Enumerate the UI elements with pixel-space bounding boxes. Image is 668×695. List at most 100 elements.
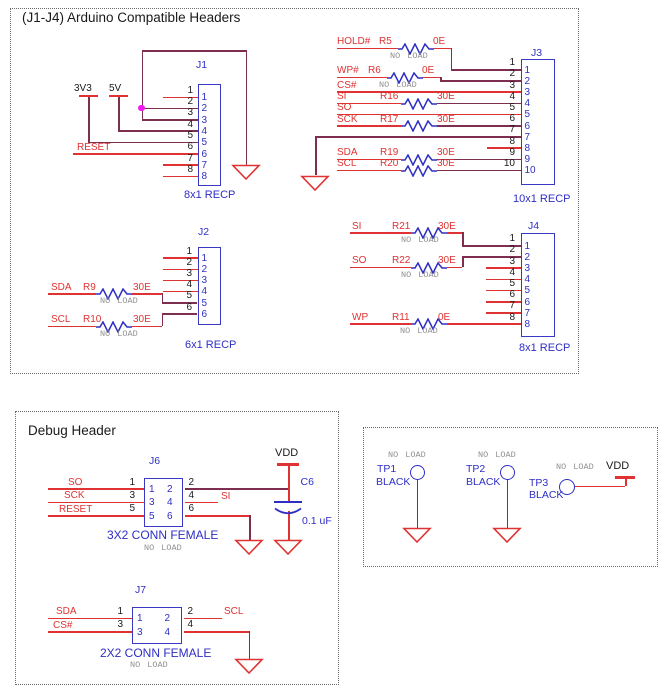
r6-noload-label: NO LOAD: [379, 79, 417, 90]
tp3-pad-icon: [558, 478, 575, 495]
j4-si-wire-a-wire: [350, 232, 411, 234]
j2-sda-wire-a-wire: [48, 293, 96, 295]
j3-pin1-number-label: 1: [509, 57, 515, 69]
j3-sda-wire-b-wire: [437, 158, 521, 161]
net-sda-j2-label: SDA: [51, 281, 72, 293]
j6-pin4-inner-number-label: 4: [167, 497, 173, 509]
j7-pin4-wire-wire: [183, 631, 249, 633]
j1-pin2-wire-wire: [141, 107, 198, 110]
j3-pin2-inner-number-label: 2: [524, 75, 531, 87]
j2-pin6-inner-number-label: 6: [201, 308, 208, 320]
power-vdd-c6-icon: [277, 463, 299, 466]
j1-5v-stem-wire: [118, 96, 120, 131]
power-3v3-icon: [78, 94, 98, 98]
j4-body: [520, 233, 555, 338]
j2-pin2-stub-wire: [163, 268, 198, 270]
j4-pin6-inner-number-label: 6: [524, 296, 531, 308]
j3-pin9-inner-number-label: 9: [524, 154, 531, 166]
j2-pin1-number-label: 1: [186, 245, 192, 257]
r9-resistor-icon: [96, 287, 132, 305]
j2-pin6-wire-wire: [161, 313, 198, 315]
j2-pin3-stub-wire: [163, 279, 198, 282]
j2-body: [197, 246, 222, 326]
net-so-j4-label: SO: [352, 255, 367, 267]
net-sck-j3-label: SCK: [337, 113, 358, 125]
j3-hold-wire-b-wire: [434, 47, 452, 50]
r9-noload-label: NO LOAD: [100, 295, 138, 306]
j3-cs-wire-wire: [337, 91, 521, 93]
j1-pin1-stub-wire: [163, 96, 198, 98]
j3-hold-elbow-wire: [450, 47, 452, 69]
j3-pin1-wire-wire: [450, 69, 521, 71]
j2-refdes-label: J2: [198, 225, 210, 238]
r5-value-label: 0E: [433, 36, 446, 47]
j6-pin4-number-label: 4: [188, 489, 195, 501]
j4-pin8-number-label: 8: [509, 311, 515, 323]
j6-pin6-number-label: 6: [188, 503, 195, 515]
j3-pin2-wire-wire: [440, 80, 521, 82]
power-5v-icon: [108, 94, 128, 98]
j4-so-wire-a-wire: [350, 266, 411, 269]
r11-resistor-icon: [411, 317, 447, 335]
j3-wp-wire-b-wire: [423, 76, 440, 78]
j6-pin2-inner-number-label: 2: [167, 483, 173, 495]
r10-resistor-icon: [96, 320, 132, 338]
net-wp-n-label: WP#: [337, 65, 359, 76]
net-sda-j3-label: SDA: [337, 147, 358, 159]
j3-sda-wire-a-wire: [337, 158, 401, 161]
j4-refdes-label: J4: [528, 220, 540, 232]
j2-pin5-inner-number-label: 5: [201, 297, 208, 309]
j6-pin1-number-label: 1: [129, 476, 135, 488]
c6-capacitor-arc-icon: [274, 505, 302, 523]
net-3v3-label: 3V3: [74, 83, 92, 94]
r11-ref-label: R11: [392, 311, 410, 323]
r21-ref-label: R21: [392, 220, 411, 232]
j4-pin2-number-label: 2: [509, 244, 515, 256]
r16-ref-label: R16: [380, 91, 399, 102]
r17-resistor-icon: [401, 119, 437, 137]
r11-value-label: 0E: [438, 311, 451, 323]
r11-noload-label: NO LOAD: [400, 326, 438, 337]
j6-body: [144, 477, 184, 527]
j2-pin2-number-label: 2: [186, 256, 192, 268]
testpoint-section-border: [363, 427, 658, 567]
c6-gnd-stem-wire: [288, 511, 290, 540]
tp3-refdes-label: TP3: [529, 476, 549, 489]
j2-scl-elbow-wire: [161, 313, 164, 326]
tp2-pad-icon: [500, 464, 515, 480]
j1-pin2-inner-number-label: 2: [201, 103, 208, 115]
j1-reset-wire-wire: [73, 153, 198, 155]
j1-pin3-number-label: 3: [187, 107, 193, 119]
j4-pin2-wire-wire: [462, 256, 521, 258]
r21-noload-label: NO LOAD: [401, 235, 439, 246]
j3-pin1-inner-number-label: 1: [524, 64, 531, 76]
j4-pin1-inner-number-label: 1: [524, 240, 531, 252]
j7-cs-wire-wire: [48, 631, 132, 633]
j7-pin4-number-label: 4: [187, 619, 194, 631]
j3-body: [520, 58, 555, 186]
j4-pin7-inner-number-label: 7: [524, 307, 531, 319]
tp1-ground-icon: [401, 527, 432, 549]
net-reset-j6-label: RESET: [59, 503, 93, 515]
j4-so-elbow-wire: [462, 256, 464, 267]
c6-capacitor-plate-icon: [274, 500, 302, 503]
j1-refdes-label: J1: [196, 59, 208, 71]
j6-type-label: 3X2 CONN FEMALE: [107, 527, 219, 542]
j3-pin3-inner-number-label: 3: [524, 86, 531, 98]
j3-pin9-number-label: 9: [509, 146, 515, 158]
j2-type-label: 6x1 RECP: [185, 338, 237, 351]
net-so-j3-label: SO: [337, 102, 352, 114]
net-sck-j6-label: SCK: [64, 490, 85, 502]
j3-pin2-number-label: 2: [509, 68, 515, 80]
j4-pin2-inner-number-label: 2: [524, 251, 531, 263]
j3-pin4-number-label: 4: [509, 90, 515, 102]
r5-noload-label: NO LOAD: [390, 50, 428, 61]
j1-pin7-inner-number-label: 7: [201, 159, 208, 171]
j6-pin2-wire-wire: [184, 488, 288, 490]
j1-pin8-number-label: 8: [187, 163, 193, 175]
j3-pin6-number-label: 6: [509, 113, 515, 125]
j3-pin3-number-label: 3: [509, 79, 515, 91]
j2-sda-wire-b-wire: [132, 293, 162, 295]
j3-pin7-wire-wire: [315, 136, 521, 138]
j4-pin1-wire-wire: [462, 245, 521, 247]
